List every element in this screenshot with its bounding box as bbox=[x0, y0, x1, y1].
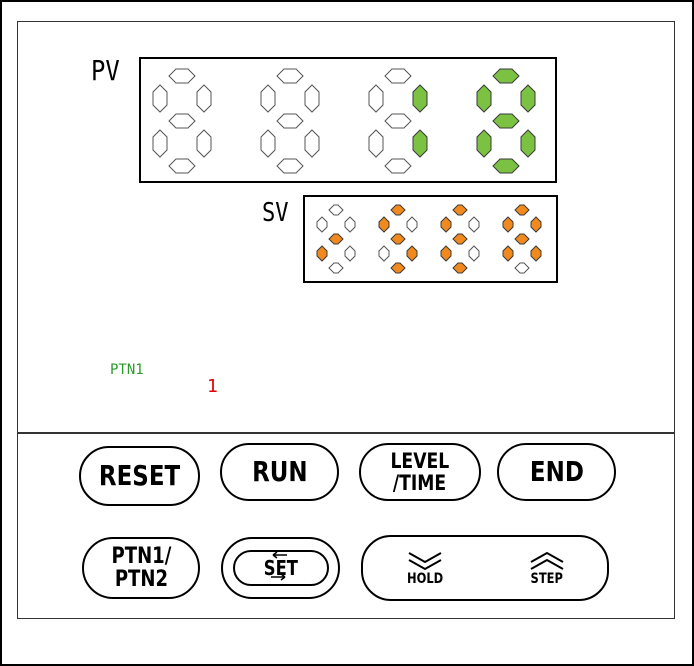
ptn-indicator: PTN1 bbox=[110, 362, 144, 378]
pv-digit-1 bbox=[152, 68, 212, 174]
run-label: RUN bbox=[251, 455, 308, 489]
end-label: END bbox=[529, 455, 584, 489]
sv-digit-1-seg-c bbox=[344, 245, 356, 262]
pv-digit-4-seg-d bbox=[492, 158, 520, 174]
sv-digit-1-seg-b bbox=[344, 216, 356, 233]
pv-digit-1-seg-f bbox=[152, 84, 168, 113]
pv-display bbox=[139, 57, 557, 183]
sv-digit-3-seg-a bbox=[452, 204, 468, 216]
sv-digit-1-seg-f bbox=[316, 216, 328, 233]
pv-digit-2-seg-g bbox=[276, 113, 304, 129]
pv-digit-2 bbox=[260, 68, 320, 174]
sv-digit-1-seg-a bbox=[328, 204, 344, 216]
sv-digit-3-seg-f bbox=[440, 216, 452, 233]
sv-digit-2 bbox=[378, 204, 418, 274]
pv-digits bbox=[152, 68, 536, 174]
pv-digit-3-seg-b bbox=[412, 84, 428, 113]
sv-digit-2-seg-g bbox=[390, 233, 406, 245]
step-label: STEP bbox=[530, 570, 564, 587]
display-panel bbox=[17, 21, 675, 619]
pv-digit-3-seg-a bbox=[384, 68, 412, 84]
pv-digit-3 bbox=[368, 68, 428, 174]
pv-digit-1-seg-b bbox=[196, 84, 212, 113]
sv-digit-4-seg-e bbox=[502, 245, 514, 262]
pv-digit-2-seg-e bbox=[260, 129, 276, 158]
pv-digit-1-seg-e bbox=[152, 129, 168, 158]
sv-digit-4-seg-f bbox=[502, 216, 514, 233]
pv-digit-2-seg-f bbox=[260, 84, 276, 113]
sv-digit-1-seg-e bbox=[316, 245, 328, 262]
ptn-label-1: PTN1/ bbox=[111, 543, 171, 569]
ptn-label-2: PTN2 bbox=[114, 567, 168, 592]
pv-digit-3-seg-d bbox=[384, 158, 412, 174]
sv-digit-3-seg-c bbox=[468, 245, 480, 262]
sv-label: SV bbox=[262, 198, 289, 228]
sv-digit-2-seg-c bbox=[406, 245, 418, 262]
pv-digit-3-seg-c bbox=[412, 129, 428, 158]
sv-digit-4-seg-b bbox=[530, 216, 542, 233]
set-label: SET bbox=[263, 555, 298, 580]
level-label: LEVEL bbox=[390, 448, 450, 473]
pv-digit-4-seg-f bbox=[476, 84, 492, 113]
pv-digit-2-seg-a bbox=[276, 68, 304, 84]
set-pill: SET bbox=[232, 550, 329, 586]
pv-digit-4-seg-b bbox=[520, 84, 536, 113]
sv-digit-2-seg-a bbox=[390, 204, 406, 216]
sv-digit-4 bbox=[502, 204, 542, 274]
sv-digit-3-seg-e bbox=[440, 245, 452, 262]
sv-digits bbox=[316, 204, 542, 274]
sv-digit-3-seg-d bbox=[452, 262, 468, 274]
pv-digit-1-seg-g bbox=[168, 113, 196, 129]
sv-digit-4-seg-d bbox=[514, 262, 530, 274]
hold-button[interactable]: HOLD bbox=[403, 550, 447, 587]
sv-digit-1-seg-d bbox=[328, 262, 344, 274]
level-time-button[interactable]: LEVEL /TIME bbox=[359, 443, 481, 501]
pv-digit-1-seg-a bbox=[168, 68, 196, 84]
hold-label: HOLD bbox=[406, 570, 444, 587]
pv-digit-3-seg-e bbox=[368, 129, 384, 158]
number-indicator: 1 bbox=[207, 376, 218, 397]
pv-digit-4-seg-c bbox=[520, 129, 536, 158]
sv-digit-2-seg-f bbox=[378, 216, 390, 233]
pv-digit-4-seg-g bbox=[492, 113, 520, 129]
pv-digit-4-seg-a bbox=[492, 68, 520, 84]
run-button[interactable]: RUN bbox=[220, 443, 339, 501]
time-label: /TIME bbox=[393, 471, 447, 495]
pv-digit-2-seg-b bbox=[304, 84, 320, 113]
panel-divider bbox=[17, 432, 675, 434]
reset-button[interactable]: RESET bbox=[79, 446, 200, 506]
pv-digit-2-seg-c bbox=[304, 129, 320, 158]
reset-label: RESET bbox=[98, 459, 181, 493]
step-button[interactable]: STEP bbox=[527, 550, 567, 587]
chevron-up-icon bbox=[530, 551, 564, 570]
sv-digit-2-seg-e bbox=[378, 245, 390, 262]
sv-digit-4-seg-c bbox=[530, 245, 542, 262]
pv-digit-2-seg-d bbox=[276, 158, 304, 174]
end-button[interactable]: END bbox=[497, 443, 616, 501]
sv-digit-1 bbox=[316, 204, 356, 274]
hold-step-button[interactable]: HOLD STEP bbox=[361, 535, 609, 601]
pv-label: PV bbox=[91, 54, 120, 87]
pv-digit-1-seg-d bbox=[168, 158, 196, 174]
pv-digit-3-seg-f bbox=[368, 84, 384, 113]
sv-digit-2-seg-b bbox=[406, 216, 418, 233]
chevron-down-icon bbox=[408, 551, 442, 570]
sv-display bbox=[303, 195, 558, 283]
sv-digit-4-seg-g bbox=[514, 233, 530, 245]
cycle-arrows-icon bbox=[270, 551, 287, 581]
sv-digit-3 bbox=[440, 204, 480, 274]
pv-digit-4 bbox=[476, 68, 536, 174]
sv-digit-2-seg-d bbox=[390, 262, 406, 274]
ptn-button[interactable]: PTN1/ PTN2 bbox=[82, 537, 200, 599]
pv-digit-3-seg-g bbox=[384, 113, 412, 129]
set-button[interactable]: SET bbox=[221, 537, 340, 599]
pv-digit-1-seg-c bbox=[196, 129, 212, 158]
sv-digit-4-seg-a bbox=[514, 204, 530, 216]
sv-digit-3-seg-b bbox=[468, 216, 480, 233]
sv-digit-1-seg-g bbox=[328, 233, 344, 245]
sv-digit-3-seg-g bbox=[452, 233, 468, 245]
pv-digit-4-seg-e bbox=[476, 129, 492, 158]
